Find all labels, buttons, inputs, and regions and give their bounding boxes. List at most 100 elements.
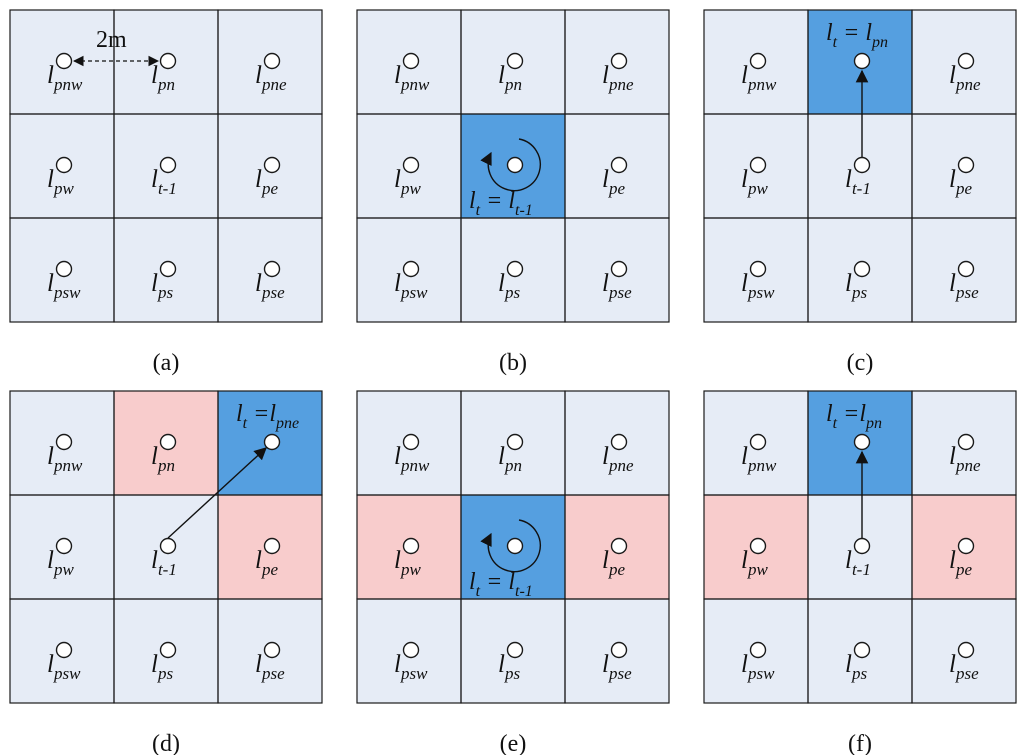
cell-border	[911, 217, 1017, 323]
distance-label: 2m	[96, 27, 127, 53]
label-pw-subscript: pw	[53, 560, 75, 579]
label-pne-base: l	[949, 62, 956, 89]
node-pnw-circle	[402, 433, 420, 451]
label-pnw: lpnw	[47, 62, 83, 94]
equation-rhs-sub: t-1	[515, 202, 533, 219]
equation-lhs-base: l	[236, 401, 243, 427]
label-pw-base: l	[741, 547, 748, 574]
label-pw-subscript: pw	[400, 560, 422, 579]
node-pne-circle	[957, 433, 975, 451]
node-pse-circle	[263, 260, 281, 278]
label-ps-base: l	[498, 651, 505, 678]
node-psw-circle	[55, 641, 73, 659]
label-pse-subscript: pse	[955, 283, 979, 302]
node-pse-circle	[610, 260, 628, 278]
cell-border	[217, 217, 323, 323]
label-t1-subscript: t-1	[852, 179, 871, 198]
label-ps-base: l	[151, 270, 158, 297]
label-psw-base: l	[394, 270, 401, 297]
equation-eq: =	[837, 401, 859, 427]
label-pw-base: l	[47, 166, 54, 193]
cell-border	[911, 598, 1017, 704]
equation-lhs-base: l	[826, 20, 833, 46]
label-pnw-subscript: pnw	[53, 75, 83, 94]
equation-rhs-sub: t-1	[515, 583, 533, 600]
equation-lhs-sub: t	[833, 415, 838, 432]
label-pw-base: l	[394, 166, 401, 193]
label-pe: lpe	[949, 547, 972, 579]
label-pw-base: l	[741, 166, 748, 193]
label-pse-subscript: pse	[261, 664, 285, 683]
label-pn: lpn	[151, 62, 175, 94]
label-psw: lpsw	[741, 651, 775, 683]
label-pse-subscript: pse	[261, 283, 285, 302]
panel-caption: (e)	[500, 731, 527, 755]
label-pse: lpse	[602, 651, 632, 683]
equation-lhs-sub: t	[833, 34, 838, 51]
node-pe-circle	[957, 156, 975, 174]
node-psw-circle	[402, 641, 420, 659]
label-pn-subscript: pn	[504, 75, 522, 94]
equation: lt = lt-1	[469, 188, 533, 219]
label-pe: lpe	[602, 166, 625, 198]
label-pse-subscript: pse	[955, 664, 979, 683]
label-pne-subscript: pne	[955, 75, 981, 94]
label-ps-subscript: ps	[504, 664, 521, 683]
node-pn-circle	[853, 433, 871, 451]
node-pnw-circle	[402, 52, 420, 70]
label-pn: lpn	[498, 443, 522, 475]
label-pw: lpw	[47, 166, 74, 198]
label-pw-subscript: pw	[747, 179, 769, 198]
node-t1-circle	[853, 156, 871, 174]
node-psw-circle	[749, 641, 767, 659]
label-pne-subscript: pne	[955, 456, 981, 475]
label-pw: lpw	[741, 547, 768, 579]
label-pnw-base: l	[47, 62, 54, 89]
panel-caption: (c)	[847, 350, 874, 376]
panel-caption: (b)	[499, 350, 527, 376]
label-pe: lpe	[255, 547, 278, 579]
label-pe-base: l	[255, 547, 262, 574]
label-pnw-subscript: pnw	[53, 456, 83, 475]
equation-eq: =	[837, 20, 865, 46]
label-psw: lpsw	[741, 270, 775, 302]
node-pnw-circle	[55, 433, 73, 451]
node-pw-circle	[55, 156, 73, 174]
node-pn-circle	[853, 52, 871, 70]
label-pe-base: l	[255, 166, 262, 193]
label-pnw-subscript: pnw	[747, 75, 777, 94]
node-pe-circle	[610, 537, 628, 555]
label-pse: lpse	[949, 270, 979, 302]
label-pnw-subscript: pnw	[400, 456, 430, 475]
node-psw-circle	[55, 260, 73, 278]
node-pn-circle	[506, 433, 524, 451]
node-pw-circle	[402, 537, 420, 555]
stay-loop-arrow	[480, 138, 541, 192]
label-ps: lps	[498, 270, 520, 302]
label-pe-subscript: pe	[608, 560, 626, 579]
equation: lt =lpn	[826, 401, 882, 432]
label-pe: lpe	[602, 547, 625, 579]
label-pse-base: l	[949, 651, 956, 678]
equation-rhs-base: l	[508, 569, 515, 595]
panel-caption: (a)	[153, 350, 180, 376]
label-ps: lps	[151, 270, 173, 302]
label-pnw-base: l	[47, 443, 54, 470]
label-pe-base: l	[602, 166, 609, 193]
label-ps: lps	[498, 651, 520, 683]
label-pne-base: l	[602, 62, 609, 89]
label-pw: lpw	[47, 547, 74, 579]
label-psw: lpsw	[394, 651, 428, 683]
label-pe-subscript: pe	[608, 179, 626, 198]
node-pse-circle	[610, 641, 628, 659]
label-t1: lt-1	[151, 166, 177, 198]
label-ps: lps	[845, 270, 867, 302]
node-pn-circle	[159, 52, 177, 70]
label-pn-base: l	[498, 443, 505, 470]
label-pe-subscript: pe	[955, 179, 973, 198]
node-t1-circle	[506, 156, 524, 174]
label-psw-base: l	[741, 270, 748, 297]
label-pse-base: l	[602, 270, 609, 297]
